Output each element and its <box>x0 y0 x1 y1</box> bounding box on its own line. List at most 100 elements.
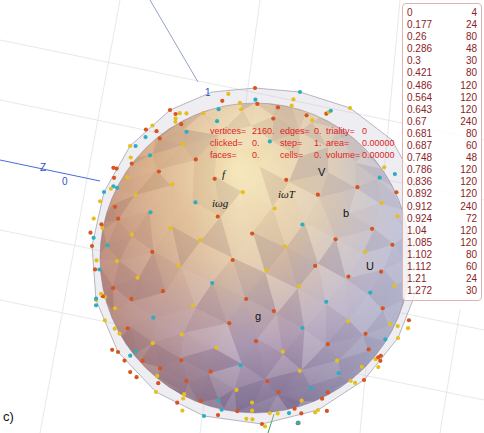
vertex-dot <box>130 161 134 165</box>
vertex-dot <box>231 258 235 262</box>
vertex-dot <box>264 268 268 272</box>
facet-shading <box>96 99 414 417</box>
vertex-dot <box>355 185 359 189</box>
table-cell: 48 <box>460 43 477 55</box>
axis-line <box>150 0 198 82</box>
vertex-dot <box>310 118 314 122</box>
vertex-dot <box>353 381 357 385</box>
vertex-dot <box>105 243 109 247</box>
vertex-dot <box>181 142 185 146</box>
vertex-dot <box>184 379 188 383</box>
vertex-dot <box>199 399 203 403</box>
vertex-dot <box>209 370 213 374</box>
vertex-dot <box>102 190 106 194</box>
status-value: 0. <box>314 127 322 137</box>
table-cell: 0.836 <box>407 176 456 188</box>
vertex-dot <box>88 231 92 235</box>
vertex-dot <box>113 306 117 310</box>
status-value: 0. <box>252 151 260 161</box>
table-cell: 0.26 <box>407 31 456 43</box>
table-cell: 0.687 <box>407 140 456 152</box>
vertex-dot <box>220 99 224 103</box>
vertex-dot <box>130 232 134 236</box>
vertex-dot <box>320 397 324 401</box>
vertex-dot <box>263 424 267 428</box>
vertex-dot <box>304 113 308 117</box>
vertex-dot <box>117 331 121 335</box>
vertex-dot <box>91 236 95 240</box>
table-cell: 0.3 <box>407 55 456 67</box>
vertex-dot <box>383 337 387 341</box>
vertex-dot <box>379 270 383 274</box>
table-cell: 0.421 <box>407 67 456 79</box>
vertex-dot <box>406 326 410 330</box>
status-value: 2160. <box>252 127 275 137</box>
vertex-dot <box>122 358 126 362</box>
vertex-dot <box>290 104 294 108</box>
vertex-dot <box>215 119 219 123</box>
table-cell: 80 <box>460 249 477 261</box>
vertex-dot <box>300 326 304 330</box>
table-cell: 0.67 <box>407 116 456 128</box>
table-cell: 48 <box>460 152 477 164</box>
table-cell: 24 <box>460 19 477 31</box>
vertex-dot <box>144 127 148 131</box>
table-cell: 0.924 <box>407 213 456 225</box>
vertex-dot <box>276 105 280 109</box>
vertex-dot <box>111 166 115 170</box>
vertex-label: U <box>366 260 374 272</box>
status-key: faces= <box>210 151 237 161</box>
vertex-dot <box>250 409 254 413</box>
vertex-dot <box>155 374 159 378</box>
vertex-dot <box>309 386 313 390</box>
vertex-dot <box>151 316 155 320</box>
vertex-dot <box>133 144 137 148</box>
axis-label: 1 <box>205 87 211 98</box>
vertex-dot <box>298 90 302 94</box>
vertex-dot <box>112 176 116 180</box>
vertex-dot <box>234 388 238 392</box>
vertex-dot <box>161 289 165 293</box>
vertex-dot <box>227 321 231 325</box>
vertex-dot <box>198 238 202 242</box>
table-cell: 1.04 <box>407 225 456 237</box>
table-cell: 1.112 <box>407 261 456 273</box>
vertex-label: iωT <box>278 188 295 200</box>
vertex-dot <box>133 193 137 197</box>
vertex-dot <box>244 297 248 301</box>
status-value: 0 <box>362 127 367 137</box>
vertex-dot <box>180 332 184 336</box>
table-cell: 1.21 <box>407 273 456 285</box>
vertex-dot <box>336 371 340 375</box>
vertex-dot <box>241 190 245 194</box>
vertex-dot <box>291 97 295 101</box>
vertex-dot <box>94 303 98 307</box>
vertex-dot <box>292 407 296 411</box>
vertex-dot <box>250 401 254 405</box>
vertex-dot <box>360 365 364 369</box>
vertex-dot <box>378 359 382 363</box>
vertex-dot <box>179 122 183 126</box>
ball-tint <box>100 103 410 413</box>
vertex-dot <box>184 111 188 115</box>
status-value: 1. <box>314 139 322 149</box>
table-cell: 240 <box>460 201 477 213</box>
vertex-dot <box>265 379 269 383</box>
vertex-dot <box>392 283 396 287</box>
vertex-dot <box>216 107 220 111</box>
table-cell: 80 <box>460 128 477 140</box>
table-cell: 0.643 <box>407 104 456 116</box>
vertex-dot <box>97 267 101 271</box>
vertex-dot <box>250 231 254 235</box>
vertex-dot <box>238 101 242 105</box>
vertex-dot <box>99 222 103 226</box>
vertex-dot <box>157 169 161 173</box>
vertex-dot <box>238 363 242 367</box>
vertex-dot <box>281 350 285 354</box>
vertex-dot <box>376 365 380 369</box>
status-value: 0. <box>314 151 322 161</box>
vertex-dot <box>348 106 352 110</box>
table-cell: 120 <box>460 164 477 176</box>
vertex-dot <box>298 369 302 373</box>
